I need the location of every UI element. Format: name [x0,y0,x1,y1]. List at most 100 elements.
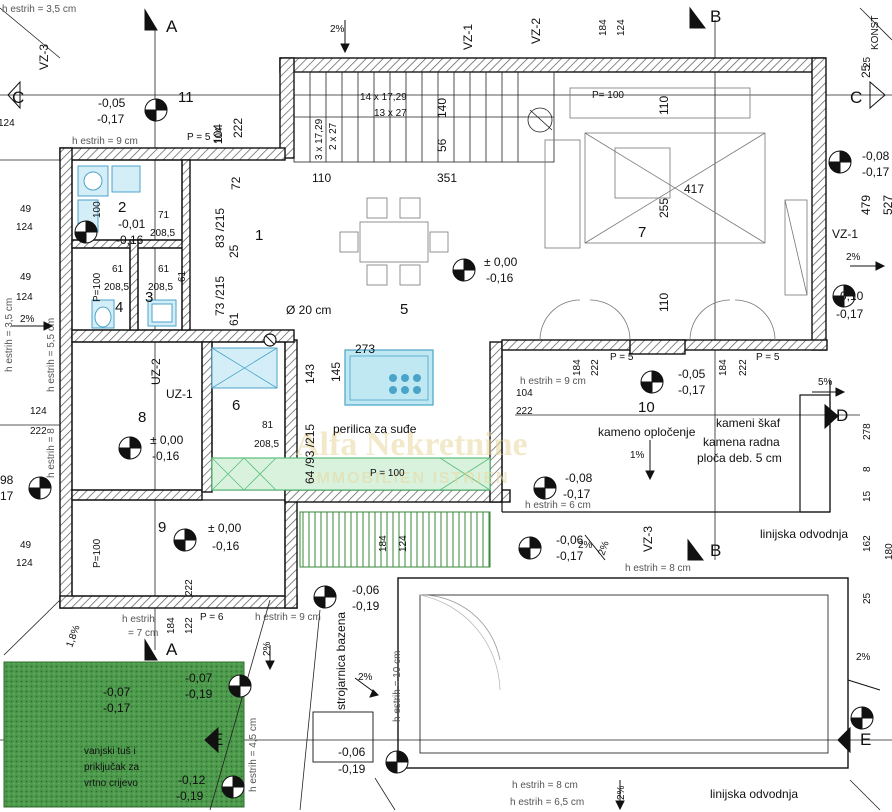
konst: KONST [870,16,881,50]
level-path-bot: -0,17 [563,487,591,501]
section-c-right: C [850,88,862,107]
dim-527: 527 [881,195,892,215]
level-r9-bot: -0,16 [212,539,240,553]
tus-2: priključak za [84,762,139,773]
level-shower-bot: -0,19 [338,762,366,776]
dim-p100c: P= 100 [592,90,624,101]
dim-2085c: 208,5 [148,282,173,293]
dim-25a: 25 [859,64,873,78]
level-r9-top: ± 0,00 [208,521,242,535]
dim-49b: 49 [20,272,32,283]
level-west-bot: 17 [0,489,14,503]
slope-6: 2% [596,540,611,557]
dim-162: 162 [862,535,873,552]
dim-p5b: P = 5 [756,352,780,363]
dim-184d: 184 [378,535,389,552]
room-numbers: 1 2 3 4 5 6 7 8 9 10 11 [115,89,655,536]
dim-124b: 124 [16,222,33,233]
dim-p5a: P = 5 [610,352,634,363]
estrih-65: h estrih = 6,5 cm [510,797,584,808]
level-r8-top: ± 0,00 [150,433,184,447]
slope-11: 2% [616,785,627,800]
stair-a: 14 x 17,29 [360,92,407,103]
slope-7: 2% [358,672,373,683]
stair-d: 2 x 27 [328,122,339,150]
watermark-line1: Alfa Nekretnine [295,426,528,463]
estrih-9-mid: h estrih = 9 cm [255,612,321,623]
level-r2-bot: -0,16 [116,233,144,247]
dim-124c: 124 [16,292,33,303]
dim-145: 145 [329,362,343,382]
dim-49a: 49 [20,204,32,215]
dim-2085a: 208,5 [150,228,175,239]
level-bottom-top: -0,12 [178,773,206,787]
dim-479: 479 [859,195,873,215]
kamena-ploca-2: ploča deb. 5 cm [697,451,782,465]
dim-417: 417 [684,182,704,196]
dim-25b: 25 [227,244,241,258]
dim-p100b: P=100 [92,538,103,568]
dim-110a: 110 [312,171,331,185]
dim-124a: 124 [616,19,627,36]
tus-3: vrtno crijevo [84,778,138,789]
room-4: 4 [115,299,123,316]
slope-10: 2% [856,652,871,663]
slope-arrows [12,20,886,811]
dim-8: 8 [862,466,873,472]
level-east-bot: -0,17 [862,165,890,179]
section-markers [7,6,886,754]
estrih-10: h estrih = 10 cm [392,651,403,722]
kitchen-island [211,333,491,491]
room-6: 6 [232,397,240,414]
dim-p100a: P=100 [92,272,103,302]
perilica: perilica za suđe [333,422,417,436]
level-garden-top: -0,07 [185,671,213,685]
level-terrace-top: -0,05 [678,367,706,381]
strojarnica: strojarnica bazena [334,612,348,710]
dim-p100d: P = 100 [370,468,405,479]
dim-184b: 184 [572,359,583,376]
level-b-top: -0,06 [556,533,584,547]
level-shower-top: -0,06 [338,745,366,759]
slope-4: 5% [818,377,833,388]
linijska-2: linijska odvodnja [710,787,798,801]
linijska-1: linijska odvodnja [760,527,848,541]
section-c-left: C [12,88,24,107]
vz3-mid: VZ-3 [641,526,655,552]
dim-61b: 61 [112,264,124,275]
diameter: Ø 20 cm [286,303,331,317]
level-b-bot: -0,17 [556,549,584,563]
room-1: 1 [255,227,263,244]
slope-2: 2% [20,314,35,325]
dim-124g: 124 [0,118,15,129]
level-r8-bot: -0,16 [152,449,180,463]
level-garden2-top: -0,07 [103,685,131,699]
dim-61d: 61 [177,270,188,282]
slope-5: 1% [630,450,645,461]
estrih-left-c: h estrih = 8 [46,428,57,478]
level-c11-bot: -0,17 [97,112,125,126]
room-9: 9 [158,519,166,536]
garden-grass [3,661,245,808]
level-r2-top: -0,01 [118,217,146,231]
level-pool-l-bot: -0,19 [352,599,380,613]
level-east2-top: -0,10 [836,289,864,303]
dim-255: 255 [657,198,671,218]
level-main-bot: -0,16 [486,271,514,285]
dim-222b: 222 [30,426,47,437]
section-a-top: A [166,17,178,36]
dim-2085b: 208,5 [104,282,129,293]
dim-100a: 100 [92,201,103,218]
vz3-left: VZ-3 [37,44,51,70]
dim-73-215: 73 /215 [213,276,227,316]
dim-124e: 124 [16,558,33,569]
estrih-top: h estrih = 3,5 cm [2,4,76,15]
dim-140: 140 [435,98,449,118]
estrih-7: = 7 cm [128,628,158,639]
room-2: 2 [118,199,126,216]
staircase [293,71,555,163]
level-east2-bot: -0,17 [836,307,864,321]
stair-b: 13 x 27 [374,108,407,119]
